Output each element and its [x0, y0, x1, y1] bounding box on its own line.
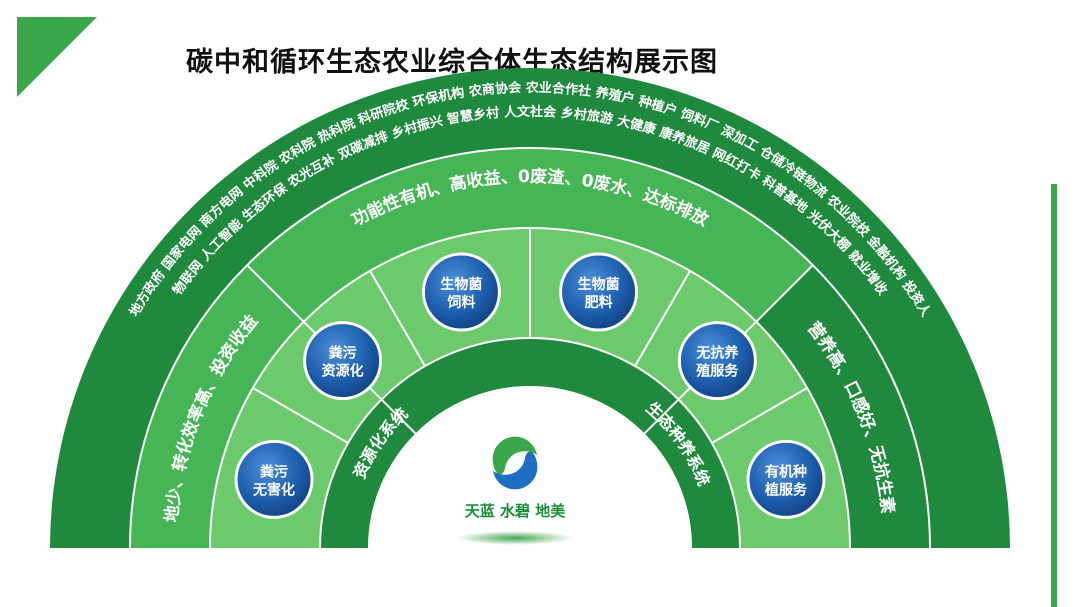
node-divider-line — [369, 270, 426, 367]
service-node-label-line2: 饲料 — [446, 294, 475, 311]
benefit-sector-top — [247, 148, 813, 322]
logo-shadow — [457, 531, 573, 545]
node-divider-line — [252, 387, 349, 444]
ring-boundary — [129, 147, 931, 549]
system-ring — [320, 338, 740, 548]
right-accent-bar — [1051, 184, 1057, 607]
node-divider-line — [634, 270, 691, 367]
service-node-label-line2: 无害化 — [252, 481, 295, 498]
service-node-label-line1: 无抗养 — [695, 345, 739, 362]
service-node-label-line1: 有机种 — [765, 463, 807, 480]
benefit-sector-left — [130, 265, 304, 548]
node-divider-line — [711, 387, 808, 444]
service-node-label-line2: 资源化 — [322, 363, 364, 380]
service-node-label-line1: 生物菌 — [440, 276, 482, 293]
page-title: 碳中和循环生态农业综合体生态结构展示图 — [186, 47, 718, 78]
service-node-circle — [677, 321, 757, 401]
service-node-circle — [303, 321, 383, 401]
outer-stakeholder-ring — [50, 68, 1010, 548]
corner-triangle-decoration — [17, 17, 97, 97]
service-node-circle — [234, 439, 314, 519]
ring-boundary — [209, 227, 851, 549]
service-node-circle — [559, 252, 639, 332]
service-node-label-line1: 粪污 — [260, 463, 288, 480]
service-node-circle — [421, 252, 501, 332]
service-node-label-line2: 殖服务 — [695, 363, 739, 380]
service-node-label-line1: 生物菌 — [578, 276, 620, 293]
system-top-label: 生物工程系统 — [484, 398, 580, 417]
swirl-logo-icon — [490, 436, 540, 490]
service-node-label-line1: 粪污 — [329, 345, 357, 362]
service-node-label-line2: 植服务 — [764, 481, 808, 498]
service-node-label-line2: 肥料 — [585, 294, 613, 311]
benefit-sector-right — [756, 265, 930, 548]
service-node-circle — [746, 439, 826, 519]
ring-boundary — [319, 337, 741, 549]
logo-slogan: 天蓝 水碧 地美 — [465, 502, 566, 520]
